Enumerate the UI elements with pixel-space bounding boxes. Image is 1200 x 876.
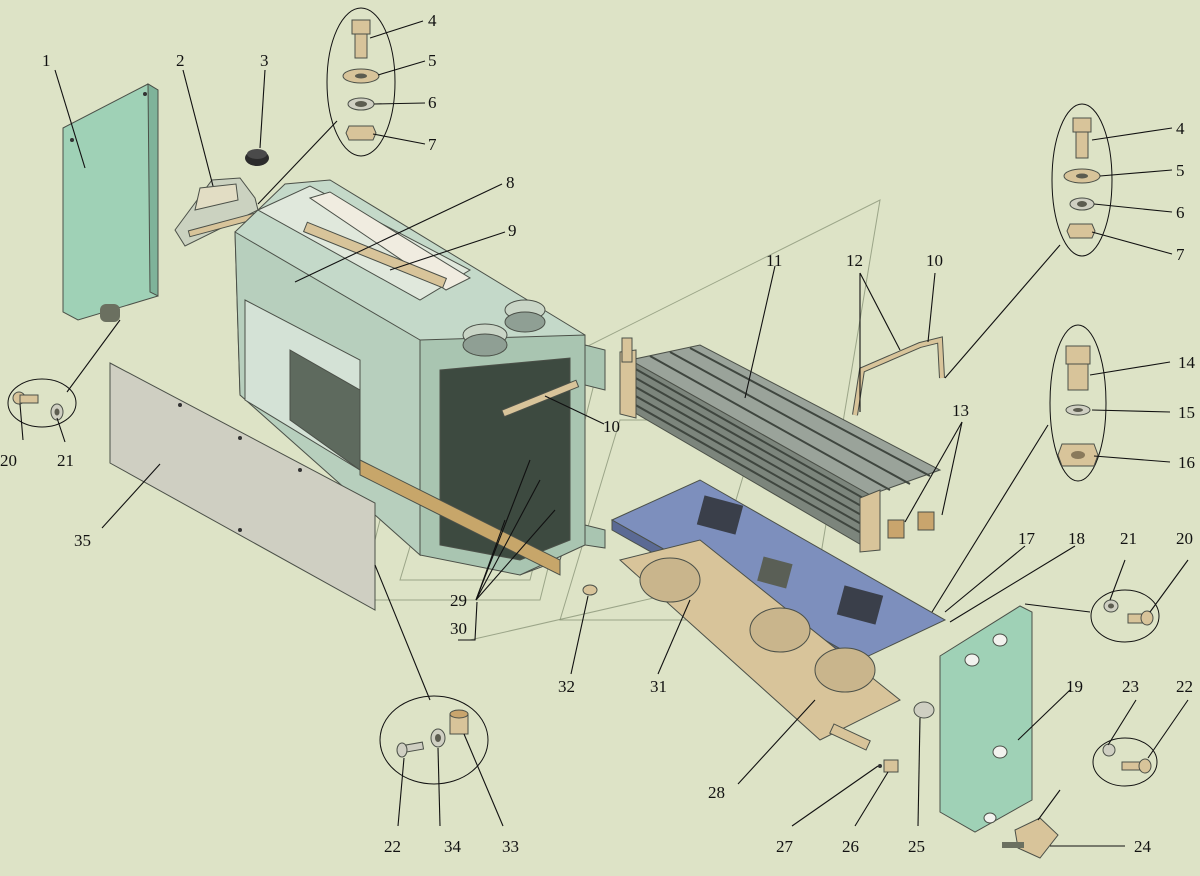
callout-33: 33 <box>502 837 519 856</box>
callout-31: 31 <box>650 677 667 696</box>
callout-23: 23 <box>1122 677 1139 696</box>
callout-12: 12 <box>846 251 863 270</box>
screw-washer-left <box>7 378 77 428</box>
heater-housing <box>234 179 606 576</box>
callout-20-right: 20 <box>1176 529 1193 548</box>
fastener-set-14-16 <box>1049 324 1107 482</box>
radiator-core <box>619 337 942 553</box>
filter-panel <box>109 362 376 611</box>
callout-4-top: 4 <box>428 11 437 30</box>
callout-9: 9 <box>508 221 517 240</box>
fastener-set-right <box>1051 103 1113 257</box>
strap-bracket <box>852 336 945 416</box>
callout-6-right: 6 <box>1176 203 1185 222</box>
callout-34: 34 <box>444 837 462 856</box>
fan-assembly <box>618 539 901 751</box>
callout-18: 18 <box>1068 529 1085 548</box>
callout-21-left: 21 <box>57 451 74 470</box>
callout-29: 29 <box>450 591 467 610</box>
grommet <box>245 149 269 166</box>
callout-32: 32 <box>558 677 575 696</box>
callout-28: 28 <box>708 783 725 802</box>
callout-19: 19 <box>1066 677 1083 696</box>
screw-washer-bushing-bottom <box>379 695 489 785</box>
screw-washer-lower-right <box>1092 737 1158 787</box>
callout-6-top: 6 <box>428 93 437 112</box>
callout-22-bottom: 22 <box>384 837 401 856</box>
callout-30: 30 <box>450 619 467 638</box>
callout-17: 17 <box>1018 529 1036 548</box>
callout-22-right: 22 <box>1176 677 1193 696</box>
callout-4-right: 4 <box>1176 119 1185 138</box>
callout-27: 27 <box>776 837 794 856</box>
fastener-set-top <box>326 7 396 157</box>
side-cover-panel-right <box>939 605 1033 833</box>
callout-7-right: 7 <box>1176 245 1185 264</box>
callout-10-top: 10 <box>926 251 943 270</box>
callout-20-left: 20 <box>0 451 17 470</box>
leader-lines <box>19 20 1189 847</box>
callout-15: 15 <box>1178 403 1195 422</box>
spring-clip <box>1002 817 1059 859</box>
callout-14: 14 <box>1178 353 1196 372</box>
callout-11: 11 <box>766 251 782 270</box>
callout-13: 13 <box>952 401 969 420</box>
callout-8: 8 <box>506 173 515 192</box>
callout-1: 1 <box>42 51 51 70</box>
callout-16: 16 <box>1178 453 1195 472</box>
callout-3: 3 <box>260 51 269 70</box>
callout-7-top: 7 <box>428 135 437 154</box>
callout-5-right: 5 <box>1176 161 1185 180</box>
screw-washer-right <box>1090 589 1160 643</box>
callout-21-right: 21 <box>1120 529 1137 548</box>
callout-5-top: 5 <box>428 51 437 70</box>
side-cover-panel <box>62 83 159 322</box>
callout-24: 24 <box>1134 837 1152 856</box>
callout-26: 26 <box>842 837 859 856</box>
callout-10-mid: 10 <box>603 417 620 436</box>
callout-25: 25 <box>908 837 925 856</box>
callout-35: 35 <box>74 531 91 550</box>
callout-labels: 1 2 3 4 5 6 7 8 9 4 5 6 7 11 12 10 10 13… <box>0 11 1196 856</box>
pin-parts <box>582 584 935 773</box>
callout-2: 2 <box>176 51 185 70</box>
